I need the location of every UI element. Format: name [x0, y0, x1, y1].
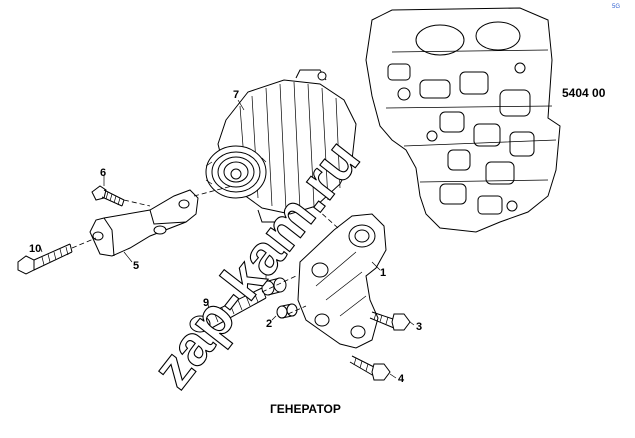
callout-3: 3	[416, 321, 422, 333]
bolt-3	[369, 311, 411, 331]
callout-2: 2	[266, 318, 272, 330]
callout-9: 9	[203, 297, 209, 309]
alternator	[205, 69, 357, 223]
callout-5: 5	[133, 260, 139, 272]
bolt-9	[189, 287, 267, 333]
bolt-4	[349, 355, 391, 381]
diagram-caption: ГЕНЕРАТОР	[270, 402, 341, 416]
bolt-6	[91, 185, 125, 207]
support-bracket-5	[89, 189, 199, 257]
corner-mark: 5G	[612, 4, 620, 10]
callout-6: 6	[100, 167, 106, 179]
callout-1: 1	[380, 267, 386, 279]
callout-7: 7	[233, 89, 239, 101]
leader-lines	[39, 99, 415, 379]
mounting-bracket-1	[297, 213, 387, 349]
engine-block	[365, 7, 561, 233]
assembly-guide-lines	[71, 185, 339, 315]
callout-8: 8	[262, 263, 268, 275]
diagram-code: 5404 00	[562, 86, 606, 100]
callout-4: 4	[398, 373, 405, 385]
callout-10: 10	[29, 243, 41, 255]
bolt-10	[17, 243, 73, 275]
bushing-8	[261, 277, 287, 296]
bushing-2	[276, 303, 298, 319]
